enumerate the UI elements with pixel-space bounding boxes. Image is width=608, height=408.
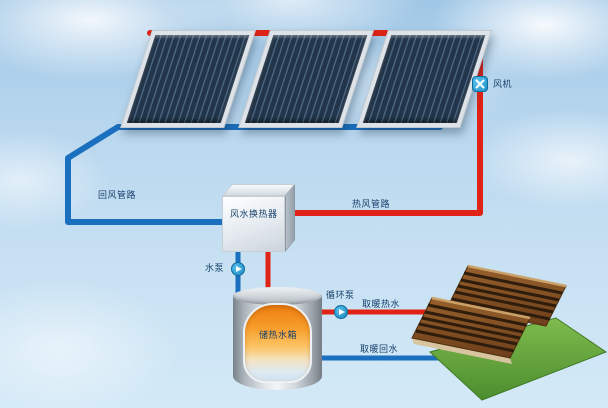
- water-pump-icon: [231, 262, 245, 276]
- heat-exchanger-front-face: [222, 196, 285, 252]
- tank-top: [233, 287, 322, 305]
- heating-hot-water-label: 取暖热水: [362, 299, 401, 309]
- heat-exchanger-box: [218, 180, 300, 254]
- storage-tank-label: 储热水箱: [259, 330, 298, 340]
- fan-label: 风机: [493, 79, 513, 89]
- heat-exchanger-label: 风水换热器: [230, 209, 278, 219]
- heating-return-water-label: 取暖回水: [360, 344, 399, 354]
- storage-tank: [233, 287, 322, 390]
- circulation-pump-icon: [334, 305, 348, 319]
- fan-icon: [472, 76, 488, 92]
- return-air-duct-label: 回风管路: [98, 190, 137, 200]
- tank-window: [243, 303, 312, 383]
- hot-air-duct-label: 热风管路: [352, 199, 391, 209]
- floor-heating-panel-lower: [411, 296, 531, 364]
- circulation-pump-label: 循环泵: [326, 290, 355, 300]
- water-pump-label: 水泵: [205, 263, 225, 273]
